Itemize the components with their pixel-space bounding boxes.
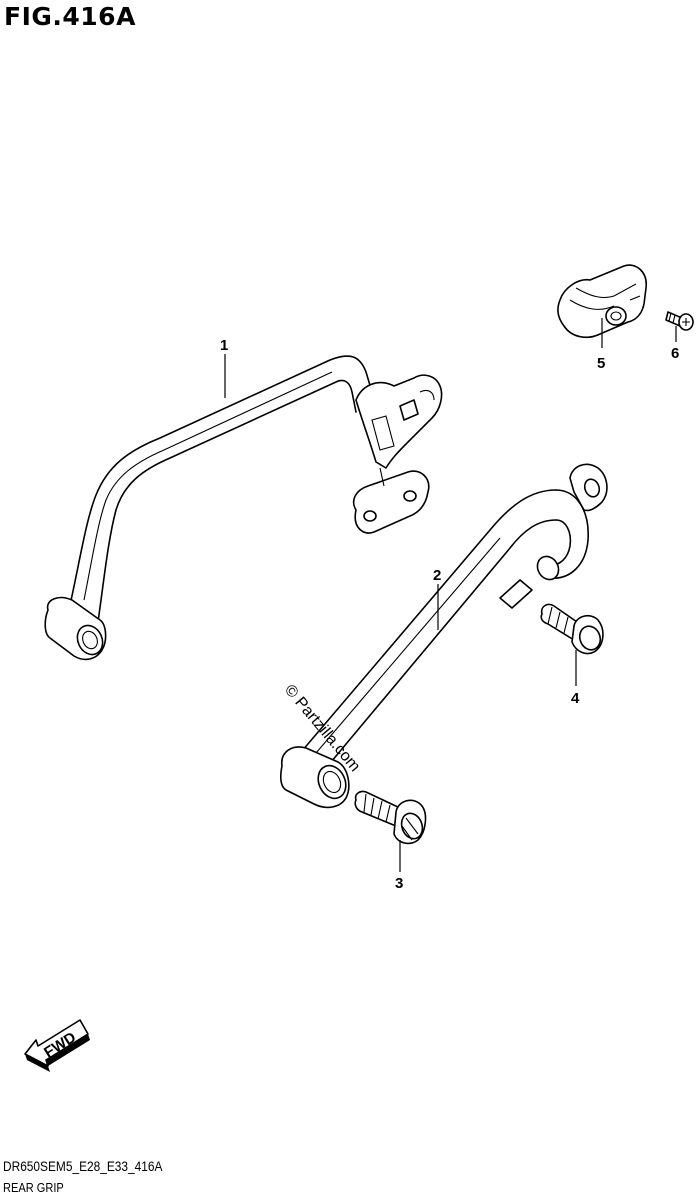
callout-5: 5 [597, 318, 605, 372]
screw-drawing [665, 311, 694, 331]
part-label-3: 3 [395, 875, 403, 892]
grip-right-drawing [280, 463, 608, 809]
part-label-4: 4 [571, 690, 580, 707]
callout-3: 3 [395, 840, 403, 892]
bolt-front-drawing [354, 790, 427, 845]
cushion-drawing [557, 264, 647, 339]
fwd-arrow-icon: FWD [24, 1019, 90, 1072]
figure-title: FIG.416A [4, 2, 136, 31]
part-label-1: 1 [220, 337, 228, 354]
callout-2: 2 [433, 567, 441, 630]
part-label-5: 5 [597, 355, 605, 372]
part-label-2: 2 [433, 567, 441, 584]
figure-code: DR650SEM5_E28_E33_416A [3, 1158, 163, 1174]
grip-left-drawing [44, 355, 443, 661]
part-label-6: 6 [671, 345, 679, 362]
callout-1: 1 [220, 337, 228, 398]
figure-caption: REAR GRIP [3, 1180, 64, 1195]
callout-4: 4 [571, 650, 580, 707]
bolt-rear-drawing [540, 603, 604, 655]
callout-6: 6 [671, 326, 679, 362]
